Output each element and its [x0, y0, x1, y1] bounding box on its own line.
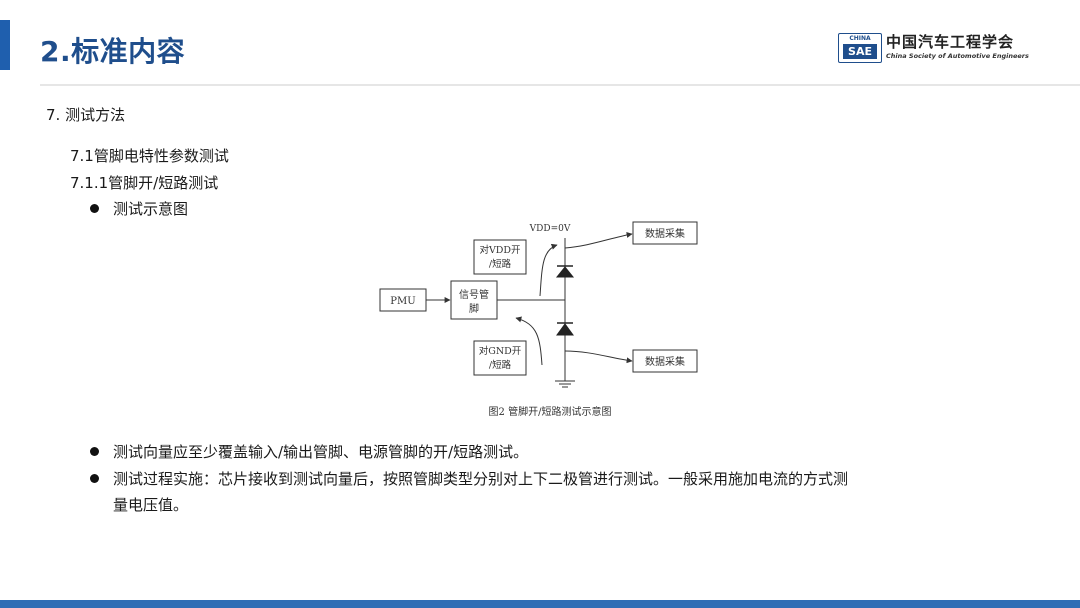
logo-box-main-text: SAE	[843, 44, 877, 59]
daq-top-arrow	[564, 232, 633, 249]
logo-box-top-text: CHINA	[849, 35, 871, 42]
gnd-test-label-l1: 对GND开	[479, 345, 522, 357]
footer-bar	[0, 600, 1080, 608]
bullet-test-process-line1: 测试过程实施：芯片接收到测试向量后，按照管脚类型分别对上下二极管进行测试。一般采…	[113, 470, 849, 488]
daq-bottom-box	[632, 349, 698, 373]
vdd-label: VDD=0V	[529, 224, 571, 234]
header-divider	[40, 84, 1080, 86]
gnd-test-box	[473, 340, 527, 376]
daq-bottom-label: 数据采集	[645, 355, 685, 368]
logo-org-name-cn: 中国汽车工程学会	[886, 33, 1015, 51]
vdd-test-label-l2: /短路	[489, 258, 512, 270]
signal-pin-label-l2: 脚	[469, 302, 479, 315]
signal-pin-label-l1: 信号管	[459, 288, 489, 301]
bullet-test-process-line2: 量电压值。	[113, 496, 189, 514]
logo-org-name-en: China Society of Automotive Engineers	[886, 52, 1029, 60]
page-title: 2.标准内容	[40, 35, 186, 68]
title-accent-bar	[0, 20, 10, 70]
gnd-test-label-l2: /短路	[489, 359, 512, 371]
bullet-dot	[90, 204, 99, 213]
vdd-test-label-l1: 对VDD开	[479, 244, 521, 256]
sae-logo: CHINA SAE 中国汽车工程学会 China Society of Auto…	[838, 31, 1058, 65]
daq-bottom-arrow	[564, 350, 633, 364]
pmu-label: PMU	[390, 296, 415, 307]
gnd-curved-arrow	[515, 316, 543, 366]
subsection-heading: 7.1管脚电特性参数测试	[70, 147, 229, 165]
daq-top-label: 数据采集	[645, 227, 685, 240]
bullet-vector-coverage: 测试向量应至少覆盖输入/输出管脚、电源管脚的开/短路测试。	[113, 443, 529, 461]
bullet-dot	[90, 474, 99, 483]
pin-open-short-test-diagram: PMU 信号管 脚 VDD=0V 对VDD开 /短路 对GND开 /短路 数据采…	[379, 221, 698, 418]
vdd-curved-arrow	[539, 243, 558, 297]
lower-diode	[556, 323, 574, 336]
upper-diode	[555, 266, 575, 278]
subsubsection-heading: 7.1.1管脚开/短路测试	[70, 174, 219, 192]
daq-top-box	[632, 221, 698, 245]
bullet-dot	[90, 447, 99, 456]
vdd-test-box	[473, 239, 527, 275]
sae-logo-mark: CHINA SAE	[838, 33, 882, 63]
section-heading: 7. 测试方法	[46, 106, 126, 124]
diagram-caption: 图2 管脚开/短路测试示意图	[489, 405, 612, 418]
bullet-diagram-title: 测试示意图	[113, 200, 189, 218]
